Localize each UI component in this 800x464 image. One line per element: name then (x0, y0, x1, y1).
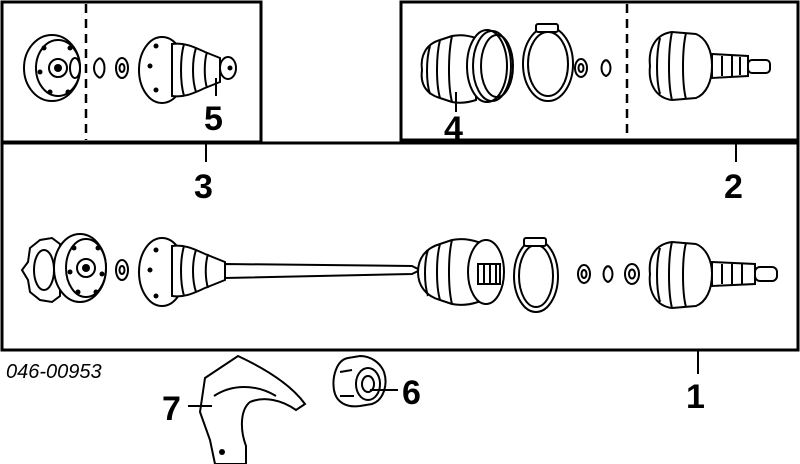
washer-right-top (574, 58, 588, 78)
mounting-bushing (332, 354, 387, 408)
boot-clamp-main (513, 237, 559, 313)
callout-4: 4 (444, 110, 463, 148)
outer-boot-kit (420, 29, 514, 104)
axle-shaft (224, 262, 423, 280)
inner-boot-flange (138, 36, 237, 104)
callout-5: 5 (204, 100, 223, 138)
callout-2: 2 (724, 168, 743, 206)
outer-cv-joint-top (648, 30, 771, 102)
washers-main-right (577, 263, 640, 285)
circlip-right-top (600, 59, 612, 78)
callout-6: 6 (402, 374, 421, 412)
inner-boot-main (138, 237, 226, 307)
frame-main-assembly (0, 141, 800, 352)
outer-boot-main (416, 238, 505, 306)
washer-main-left (115, 259, 129, 281)
outer-cv-joint-main (648, 240, 778, 310)
inner-cv-joint-main (53, 233, 107, 303)
circlip-left (93, 57, 106, 79)
differential-flange (20, 236, 61, 304)
heat-shield (198, 354, 307, 464)
inner-cv-joint-flange (23, 34, 81, 102)
part-number: 046-00953 (6, 361, 102, 383)
boot-clamp-large (522, 23, 574, 102)
callout-3: 3 (194, 168, 213, 206)
leader-lines (188, 78, 737, 407)
washer-left (115, 57, 129, 79)
callout-7: 7 (162, 390, 181, 428)
callout-1: 1 (686, 378, 705, 416)
frame-top-right (399, 0, 800, 142)
